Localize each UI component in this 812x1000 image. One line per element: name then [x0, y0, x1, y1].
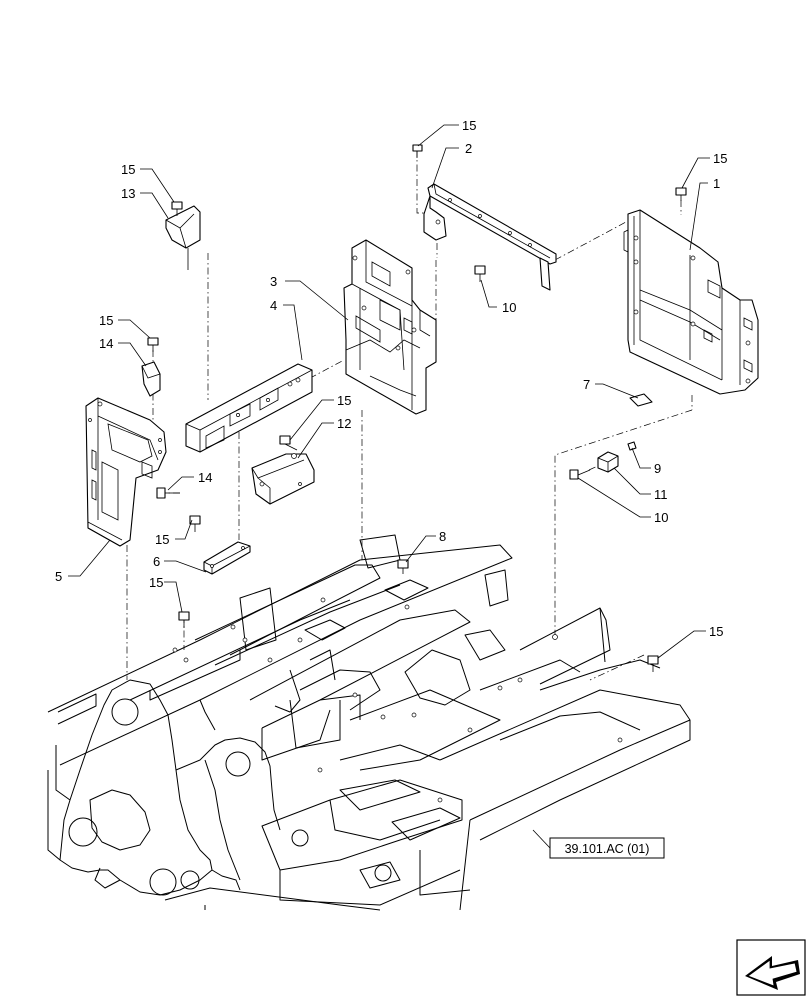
bolt-15-right [675, 187, 687, 201]
main-frame [47, 534, 691, 911]
callout-4: 4 [270, 298, 277, 313]
part-14-bracket [141, 361, 161, 397]
callout-5: 5 [55, 569, 62, 584]
callout-9: 9 [654, 461, 661, 476]
part-13-bracket [165, 205, 201, 270]
callout-2: 2 [465, 141, 472, 156]
leader-lines [68, 124, 710, 849]
callout-15: 15 [155, 532, 169, 547]
bolt-15-upright [147, 337, 159, 352]
callout-3: 3 [270, 274, 277, 289]
bolt-15-plate [189, 515, 201, 532]
bolt-10-top [474, 265, 486, 282]
callout-11: 11 [654, 487, 668, 502]
bolt-15-bracket [171, 201, 183, 216]
bolt-15-frame-right [647, 655, 659, 672]
part-3-center-frame [343, 239, 437, 415]
part-5-upright-panel [85, 397, 167, 547]
part-1-side-panel [623, 209, 759, 395]
bolt-14-side [156, 487, 180, 499]
bolt-10-lower [569, 469, 591, 480]
callout-15: 15 [337, 393, 351, 408]
callout-10: 10 [654, 510, 668, 525]
callout-15: 15 [713, 151, 727, 166]
callout-14: 14 [99, 336, 113, 351]
callout-14: 14 [198, 470, 212, 485]
callout-8: 8 [439, 529, 446, 544]
navigation-arrow-icon[interactable] [736, 939, 806, 996]
bolt-15-frame-left [178, 611, 190, 628]
callout-labels: 15 2 15 1 15 13 3 10 4 15 14 7 15 12 9 1… [55, 118, 727, 639]
bolt-8 [397, 559, 409, 574]
part-6-cover-plate [203, 541, 251, 575]
callout-6: 6 [153, 554, 160, 569]
callout-7: 7 [583, 377, 590, 392]
callout-1: 1 [713, 176, 720, 191]
callout-13: 13 [121, 186, 135, 201]
part-12-cover [251, 453, 315, 505]
part-9-clip [627, 441, 637, 451]
callout-10: 10 [502, 300, 516, 315]
callout-12: 12 [337, 416, 351, 431]
bolt-15-top [412, 144, 423, 158]
callout-15: 15 [709, 624, 723, 639]
reference-label[interactable]: 39.101.AC (01) [565, 842, 650, 856]
part-2-mounting-bar [423, 183, 557, 291]
callout-15: 15 [462, 118, 476, 133]
reference-link[interactable]: 39.101.AC (01) [549, 837, 665, 859]
callout-15: 15 [149, 575, 163, 590]
callout-15: 15 [121, 162, 135, 177]
part-11-clamp-block [597, 451, 619, 473]
part-4-cross-beam [185, 363, 313, 453]
callout-15: 15 [99, 313, 113, 328]
bolt-15-cover [279, 435, 298, 451]
